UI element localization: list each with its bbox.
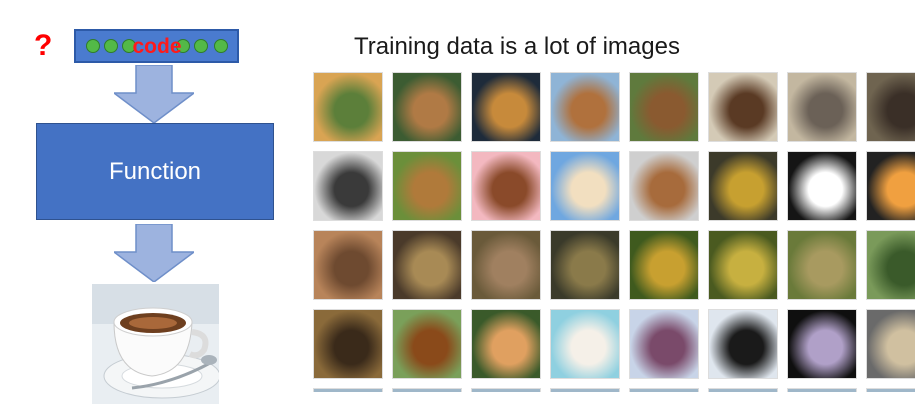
training-image-partial [392,388,462,392]
question-mark: ? [34,29,53,62]
training-image-frog [471,230,541,300]
training-image-horse [471,309,541,379]
training-image-dog [629,151,699,221]
training-image-horse [392,309,462,379]
function-box: Function [36,123,274,220]
training-image-deer [313,72,383,142]
training-image-dog [471,151,541,221]
training-image-horse [629,309,699,379]
training-image-horse [708,309,778,379]
training-image-dog [866,151,915,221]
training-image-partial [629,388,699,392]
training-image-frog [708,230,778,300]
training-image-deer [629,72,699,142]
training-image-partial [787,388,857,392]
code-dot [194,39,208,53]
code-vector: code [74,29,239,63]
training-image-dog [392,151,462,221]
code-dot [214,39,228,53]
training-image-deer [471,72,541,142]
training-image-frog [392,230,462,300]
training-image-dog [787,151,857,221]
training-image-partial [471,388,541,392]
training-image-frog [866,230,915,300]
code-dot [122,39,136,53]
training-image-frog [550,230,620,300]
down-arrow-icon [114,224,194,282]
training-image-horse [866,309,915,379]
training-image-horse [550,309,620,379]
training-image-horse [313,309,383,379]
training-image-partial [866,388,915,392]
coffee-cup-image [92,284,219,404]
training-image-deer [866,72,915,142]
training-data-title: Training data is a lot of images [354,33,680,60]
training-image-partial [313,388,383,392]
training-image-frog [313,230,383,300]
training-image-dog [708,151,778,221]
function-label: Function [108,157,202,185]
down-arrow-icon [114,65,194,123]
training-image-partial [708,388,778,392]
code-label: code [132,35,182,58]
training-image-horse [787,309,857,379]
training-image-deer [787,72,857,142]
training-image-grid [313,72,915,392]
training-image-deer [550,72,620,142]
training-image-dog [550,151,620,221]
code-dot [176,39,190,53]
training-image-dog [313,151,383,221]
training-image-deer [392,72,462,142]
training-image-partial [550,388,620,392]
training-image-deer [708,72,778,142]
code-dot [104,39,118,53]
code-dot [86,39,100,53]
training-image-frog [787,230,857,300]
training-image-frog [629,230,699,300]
